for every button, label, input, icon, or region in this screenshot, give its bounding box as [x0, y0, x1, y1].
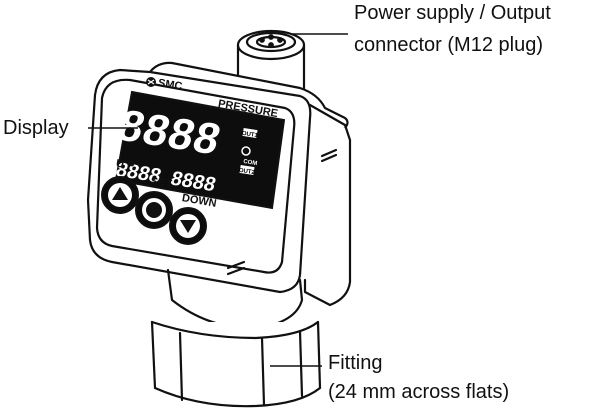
- set-circle-icon: [146, 202, 162, 218]
- brand-label: SMC: [157, 77, 183, 93]
- up-arrow-icon: [112, 187, 128, 200]
- hex-fitting: [150, 320, 322, 408]
- out1-tag: OUT1: [241, 131, 258, 140]
- set-button-label: SET: [150, 175, 173, 190]
- down-button[interactable]: [169, 207, 207, 245]
- down-arrow-icon: [180, 220, 196, 233]
- set-button[interactable]: [135, 191, 173, 229]
- com-tag: COM: [243, 159, 258, 167]
- connector-callout-line1: Power supply / Output: [354, 2, 551, 24]
- display-callout: Display: [3, 117, 69, 139]
- smc-logo: SMC: [146, 77, 183, 93]
- connector-callout-line2: connector (M12 plug): [354, 34, 543, 56]
- out2-tag: OUT2: [238, 168, 255, 177]
- up-button-label: U P: [115, 158, 135, 173]
- com-indicator-icon: [241, 146, 251, 156]
- fitting-callout-line2: (24 mm across flats): [328, 381, 510, 403]
- up-button[interactable]: [101, 176, 139, 214]
- fitting-callout-line1: Fitting: [328, 352, 383, 374]
- down-button-label: DOWN: [181, 192, 217, 210]
